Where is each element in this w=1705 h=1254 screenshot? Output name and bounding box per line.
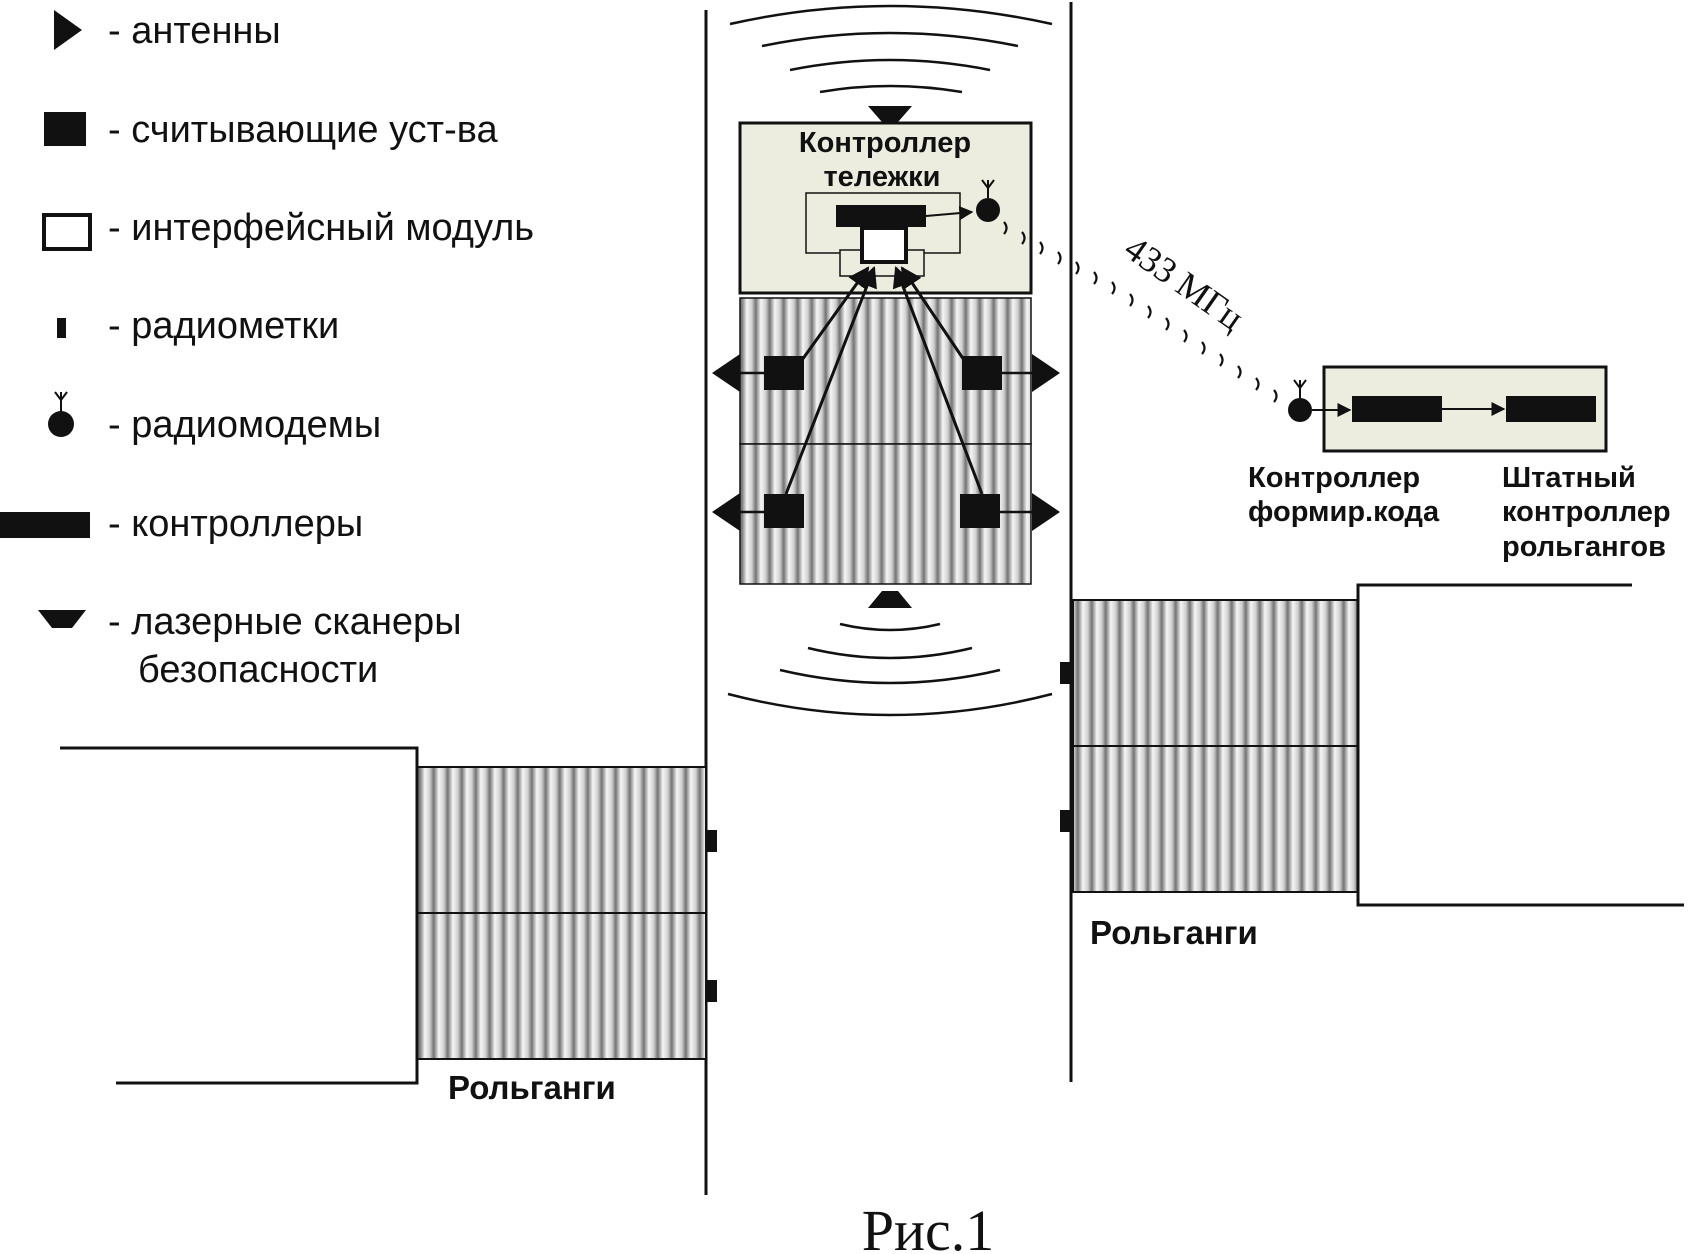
roller-right-section-top [1072, 599, 1359, 747]
cart-link-to-modem [925, 206, 974, 221]
legend-label-controllers: - контроллеры [108, 503, 363, 545]
controller-icon [0, 512, 90, 538]
roller-conveyor-right [1060, 583, 1684, 907]
legend-label-readers: - считывающие уст-ва [108, 109, 498, 151]
cart-controller-block [836, 205, 926, 227]
scanner-waves-top [729, 4, 1053, 94]
roller-left-label: Рольганги [448, 1069, 616, 1106]
legend-label-radio-modems: - радиомодемы [108, 404, 381, 446]
cart-antenna-bottom-left [712, 493, 740, 531]
legend-item-radio-modems: - радиомодемы [48, 391, 381, 446]
laser-scanner-top-icon [868, 106, 912, 122]
legend-label-laser-scanners-2: безопасности [138, 649, 378, 691]
cart-antenna-bottom-right [1032, 493, 1060, 531]
figure-caption: Рис.1 [862, 1198, 995, 1254]
radio-tag-left-2 [706, 980, 717, 1002]
standard-controller-label-3: рольгангов [1502, 531, 1666, 563]
legend-item-laser-scanners: - лазерные сканеры безопасности [38, 601, 462, 691]
cart-controller-title-1: Контроллер [799, 127, 971, 159]
legend-item-controllers: - контроллеры [0, 503, 363, 545]
roller-right-section-bottom [1072, 745, 1359, 893]
laser-scanner-icon [38, 610, 86, 628]
radio-link-waves [1003, 221, 1278, 403]
cart-reader-bottom-left [764, 494, 804, 528]
legend-item-antennas: - антенны [54, 10, 281, 52]
cart-reader-top-right [962, 356, 1002, 390]
legend-item-radio-tags: - радиометки [57, 305, 339, 347]
reader-icon [44, 112, 86, 146]
antenna-icon [54, 10, 82, 50]
code-controller-label-2: формир.кода [1248, 496, 1440, 528]
radio-tag-left-1 [706, 830, 717, 852]
stationary-radio-modem-icon [1288, 379, 1312, 422]
interface-module-icon [42, 213, 92, 251]
cart-controller: Контроллер тележки [738, 121, 1033, 295]
radio-tag-right-1 [1060, 662, 1071, 684]
roller-conveyor-left [60, 746, 717, 1085]
cart-antenna-feeds [740, 371, 1032, 514]
legend-item-readers: - считывающие уст-ва [44, 109, 498, 151]
standard-controller-label-1: Штатный [1502, 462, 1636, 494]
cart-antenna-top-left [712, 354, 740, 392]
roller-left-frame [60, 746, 419, 1085]
cart-controller-title-2: тележки [823, 161, 940, 193]
cart-reader-top-left [764, 356, 804, 390]
legend-label-antennas: - антенны [108, 10, 281, 52]
radio-tag-icon [57, 318, 66, 338]
cart-roller-bed [739, 297, 1032, 585]
legend: - антенны - считывающие уст-ва - интерфе… [0, 10, 534, 691]
code-controller-label-1: Контроллер [1248, 462, 1420, 494]
standard-controller-block [1506, 396, 1596, 422]
code-controller-block [1352, 396, 1442, 422]
legend-label-interface-module: - интерфейсный модуль [108, 207, 534, 249]
cart-antenna-top-right [1032, 354, 1060, 392]
legend-item-interface-module: - интерфейсный модуль [42, 207, 534, 251]
radio-modem-icon [48, 391, 74, 437]
standard-controller-label-2: контроллер [1502, 496, 1671, 528]
roller-left-section-bottom [416, 912, 707, 1060]
cart-reader-bottom-right [960, 494, 1000, 528]
reader-links [784, 266, 984, 495]
cart-radio-modem-icon [976, 179, 1000, 222]
roller-right-frame [1356, 583, 1684, 907]
laser-scanner-bottom-icon [868, 591, 912, 608]
legend-label-radio-tags: - радиометки [108, 305, 339, 347]
cart-interface-module [860, 226, 908, 264]
legend-label-laser-scanners-1: - лазерные сканеры [108, 601, 462, 643]
radio-frequency-label: 433 МГц [1117, 228, 1251, 338]
stationary-controllers [1288, 365, 1608, 453]
roller-left-section-top [416, 766, 707, 914]
radio-tag-right-2 [1060, 810, 1071, 832]
scanner-waves-bottom [727, 622, 1053, 717]
roller-right-label: Рольганги [1090, 914, 1258, 951]
